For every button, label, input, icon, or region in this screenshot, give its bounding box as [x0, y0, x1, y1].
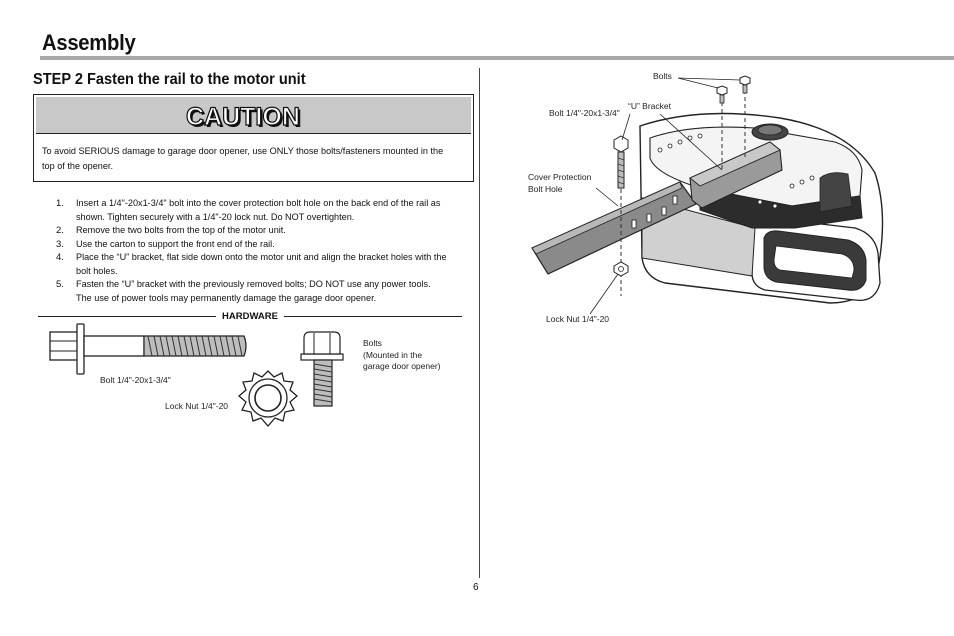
long-bolt-icon	[49, 323, 247, 375]
column-divider	[479, 68, 480, 578]
locknut-label: Lock Nut 1/4"-20	[165, 401, 229, 411]
instruction-list: 1.Insert a 1/4"-20x1-3/4" bolt into the …	[56, 197, 464, 305]
step-title: STEP 2 Fasten the rail to the motor unit	[33, 71, 306, 88]
short-bolt-icon	[300, 331, 344, 407]
caution-box: CAUTION To avoid SERIOUS damage to garag…	[33, 94, 474, 182]
title-rule	[40, 56, 954, 60]
diagram-bolts-label: Bolts	[653, 71, 672, 81]
instruction-item: 3.Use the carton to support the front en…	[56, 238, 275, 250]
caution-text: To avoid SERIOUS damage to garage door o…	[42, 146, 444, 172]
motor-unit-diagram	[531, 75, 884, 315]
diagram-u-bracket-label: “U” Bracket	[628, 101, 671, 111]
bolts-label: Bolts (Mounted in the garage door opener…	[363, 338, 441, 371]
lock-nut-icon	[238, 370, 298, 427]
caution-banner: CAUTION	[36, 97, 471, 134]
hardware-rule-right	[284, 316, 462, 317]
instruction-item: 2.Remove the two bolts from the top of t…	[56, 225, 286, 236]
diagram-lock-nut-label: Lock Nut 1/4"-20	[546, 314, 610, 324]
caution-heading: CAUTION	[185, 102, 300, 131]
diagram-cover-hole-label: Cover Protection Bolt Hole	[528, 172, 592, 194]
instruction-item: 5.Fasten the “U” bracket with the previo…	[56, 279, 431, 304]
instruction-item: 4.Place the “U” bracket, flat side down …	[56, 252, 447, 277]
page-number: 6	[473, 582, 479, 593]
instruction-item: 1.Insert a 1/4"-20x1-3/4" bolt into the …	[56, 198, 441, 223]
hardware-heading: HARDWARE	[222, 311, 278, 322]
page-title: Assembly	[42, 30, 136, 55]
bolt-label: Bolt 1/4"-20x1-3/4"	[100, 375, 171, 385]
diagram-bolt-label: Bolt 1/4"-20x1-3/4"	[549, 108, 620, 118]
hardware-rule-left	[38, 316, 216, 317]
